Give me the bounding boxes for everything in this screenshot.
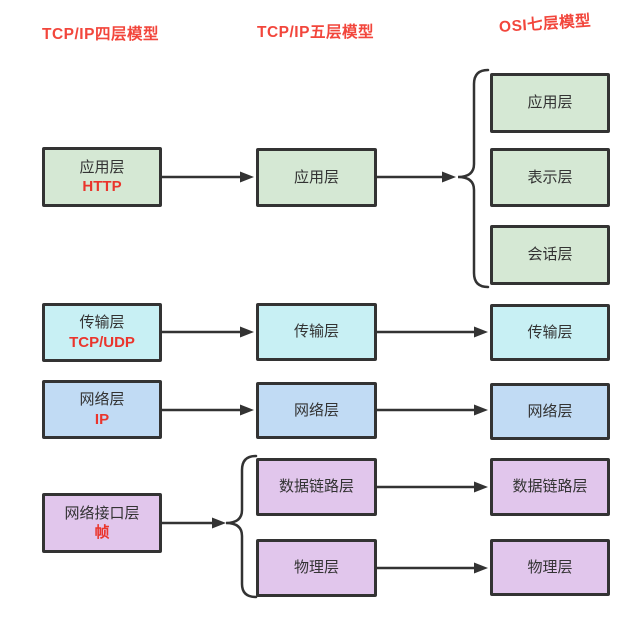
box-sublabel: 帧: [94, 524, 110, 541]
arrow-tcpip5-transport-to-osi-transport: [377, 326, 488, 338]
box-label: 表示层: [527, 168, 573, 186]
brace-tcpip5-lower-layers: [225, 454, 258, 599]
arrow-tcpip5-network-to-osi-network: [377, 404, 488, 416]
box-osi-presentation-layer: 表示层: [490, 148, 610, 207]
box-tcpip4-application-layer: 应用层 HTTP: [42, 147, 162, 207]
box-osi-application-layer: 应用层: [490, 73, 610, 133]
box-osi-datalink-layer: 数据链路层: [490, 458, 610, 516]
box-tcpip4-network-layer: 网络层 IP: [42, 380, 162, 439]
arrow-tcpip4-netif-to-brace: [162, 517, 226, 529]
box-label: 传输层: [527, 323, 573, 341]
box-label: 网络层: [293, 401, 339, 419]
box-tcpip5-application-layer: 应用层: [256, 148, 377, 207]
box-label: 数据链路层: [512, 478, 588, 496]
box-label: 传输层: [79, 314, 125, 331]
box-label: 应用层: [527, 94, 573, 112]
arrow-tcpip5-physical-to-osi-physical: [377, 562, 488, 574]
arrow-tcpip5-datalink-to-osi-datalink: [377, 481, 488, 493]
box-tcpip4-transport-layer: 传输层 TCP/UDP: [42, 303, 162, 362]
box-tcpip4-network-interface-layer: 网络接口层 帧: [42, 493, 162, 553]
arrow-tcpip4-transport-to-tcpip5-transport: [162, 326, 254, 338]
box-osi-session-layer: 会话层: [490, 225, 610, 285]
box-tcpip5-network-layer: 网络层: [256, 382, 377, 439]
arrow-tcpip5-app-to-osi-brace: [377, 171, 456, 183]
box-sublabel: HTTP: [82, 178, 122, 195]
box-osi-transport-layer: 传输层: [490, 304, 610, 361]
box-label: 数据链路层: [278, 478, 354, 496]
box-tcpip5-datalink-layer: 数据链路层: [256, 458, 377, 516]
box-label: 传输层: [293, 323, 339, 341]
box-label: 网络层: [527, 402, 573, 420]
column-title-tcpip5: TCP/IP五层模型: [257, 24, 374, 41]
box-label: 应用层: [293, 168, 339, 186]
box-label: 物理层: [527, 558, 573, 576]
brace-osi-upper-layers: [457, 68, 490, 289]
box-label: 网络接口层: [64, 504, 140, 522]
column-title-osi: OSI七层模型: [498, 12, 592, 36]
box-tcpip5-physical-layer: 物理层: [256, 539, 377, 597]
box-label: 会话层: [527, 246, 573, 264]
box-label: 物理层: [293, 559, 339, 577]
box-sublabel: TCP/UDP: [69, 333, 135, 351]
box-osi-network-layer: 网络层: [490, 383, 610, 440]
arrow-tcpip4-app-to-tcpip5-app: [162, 171, 254, 183]
box-osi-physical-layer: 物理层: [490, 539, 610, 596]
box-label: 应用层: [79, 158, 125, 176]
arrow-tcpip4-network-to-tcpip5-network: [162, 404, 254, 416]
box-label: 网络层: [79, 391, 125, 408]
column-title-tcpip4: TCP/IP四层模型: [42, 26, 159, 43]
box-sublabel: IP: [94, 410, 110, 428]
box-tcpip5-transport-layer: 传输层: [256, 303, 377, 361]
